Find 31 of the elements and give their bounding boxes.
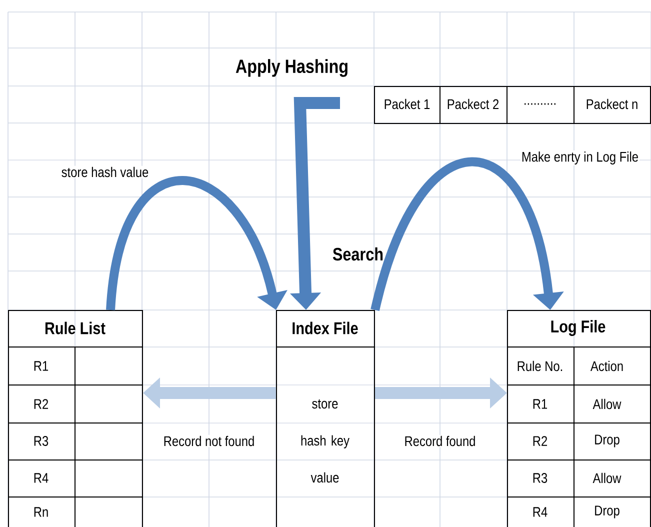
edge-label: Record found [403,434,477,448]
table-text: Drop [595,506,620,518]
step-label: Search [332,247,383,261]
table-text: Drop [595,434,620,448]
table-text: Action [590,360,623,372]
block-arrow [370,158,564,312]
table-heading: Index File [292,322,358,334]
table-text: Allow [592,472,622,484]
rule-id: R2 [34,399,48,409]
rule-id: R3 [34,436,48,446]
packet-label: .......... [524,103,556,105]
block-arrow [106,176,288,310]
rule-id: R1 [34,361,48,371]
packet-label: Packet 1 [384,98,430,110]
packet-label: Packect 2 [448,98,499,110]
edge-label: Record not found [162,434,256,448]
table-text: Rule No. [518,360,562,372]
rule-id: Rn [34,507,48,517]
rule-id: R4 [34,473,48,483]
table-text: R1 [533,399,548,409]
edge-label: Make enrty in Log File [520,150,640,166]
heading-text: Apply Hashing [236,59,348,77]
table-text: store hash key value [301,399,350,483]
table-text: R4 [533,507,548,517]
table-text: R3 [533,473,548,483]
edge-label: store hash value [60,166,150,178]
table-heading: Rule List [45,322,106,334]
packet-label: Packect n [586,98,638,110]
table-heading: Log File [551,320,606,336]
table-text: Allow [592,398,622,410]
table-text: R2 [533,436,547,446]
